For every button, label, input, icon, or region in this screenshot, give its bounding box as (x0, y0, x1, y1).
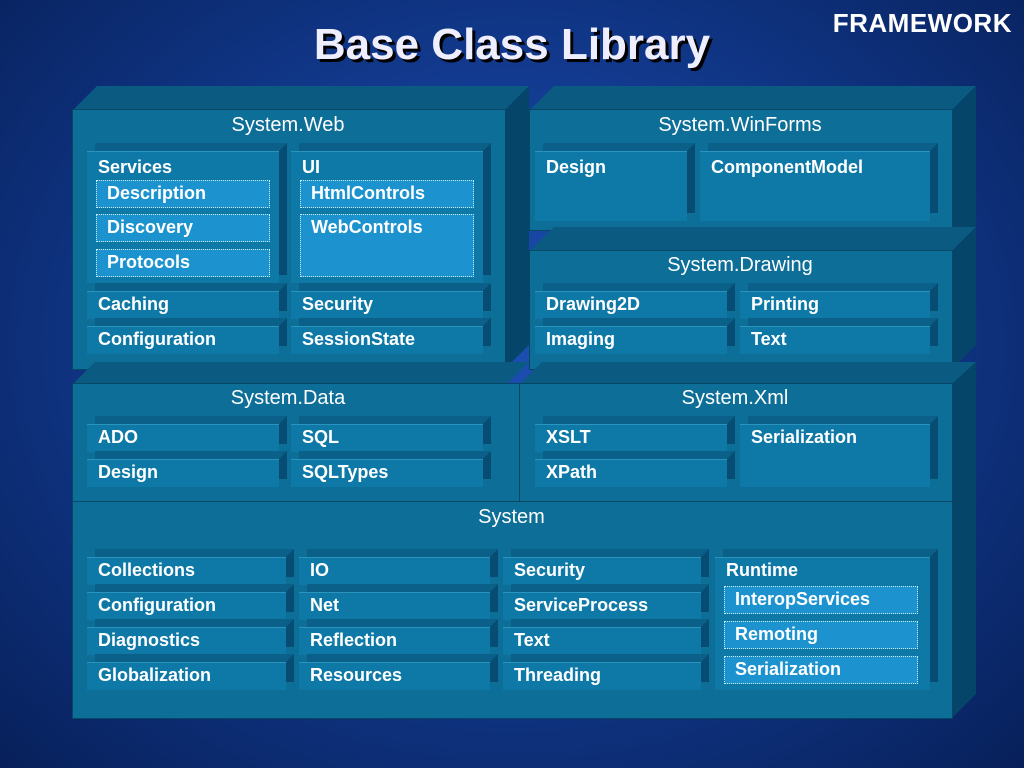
web-security-block: Security (291, 283, 491, 319)
protocols-item: Protocols (96, 249, 270, 277)
system-xml-title: System.Xml (681, 387, 789, 409)
resources-block: Resources (299, 654, 498, 690)
collections-block: Collections (87, 549, 294, 585)
data-design-block: Design (87, 451, 287, 487)
system-web-title: System.Web (231, 114, 345, 136)
drawing2d-block: Drawing2D (535, 283, 735, 319)
page-title: Base Class Library (313, 20, 711, 69)
discovery-item: Discovery (96, 214, 270, 242)
sessionstate-block: SessionState (291, 318, 491, 354)
xml-serialization-block: Serialization (740, 416, 938, 487)
runtime-serialization-item: Serialization (724, 656, 918, 684)
ui-label: UI (302, 157, 320, 177)
sqltypes-block: SQLTypes (291, 451, 491, 487)
system-text-block: Text (503, 619, 709, 655)
net-block: Net (299, 584, 498, 620)
drawing-text-block: Text (740, 318, 938, 354)
imaging-block: Imaging (535, 318, 735, 354)
componentmodel-block: ComponentModel (700, 143, 938, 221)
description-item: Description (96, 180, 270, 208)
winforms-design-block: Design (535, 143, 695, 221)
framework-label: FRAMEWORK (832, 8, 1012, 38)
threading-block: Threading (503, 654, 709, 690)
system-winforms-title: System.WinForms (658, 114, 822, 136)
diagnostics-block: Diagnostics (87, 619, 294, 655)
system-drawing-title: System.Drawing (667, 254, 813, 276)
serviceprocess-block: ServiceProcess (503, 584, 709, 620)
reflection-block: Reflection (299, 619, 498, 655)
xslt-block: XSLT (535, 416, 735, 452)
webcontrols-item: WebControls (300, 214, 474, 277)
globalization-block: Globalization (87, 654, 294, 690)
io-block: IO (299, 549, 498, 585)
xpath-block: XPath (535, 451, 735, 487)
system-data-title: System.Data (230, 387, 346, 409)
services-label: Services (98, 157, 173, 177)
system-title: System (478, 506, 545, 528)
web-configuration-block: Configuration (87, 318, 287, 354)
caching-block: Caching (87, 283, 287, 319)
interopservices-item: InteropServices (724, 586, 918, 614)
printing-block: Printing (740, 283, 938, 319)
htmlcontrols-item: HtmlControls (300, 180, 474, 208)
system-configuration-block: Configuration (87, 584, 294, 620)
ado-block: ADO (87, 416, 287, 452)
sql-block: SQL (291, 416, 491, 452)
remoting-item: Remoting (724, 621, 918, 649)
system-security-block: Security (503, 549, 709, 585)
